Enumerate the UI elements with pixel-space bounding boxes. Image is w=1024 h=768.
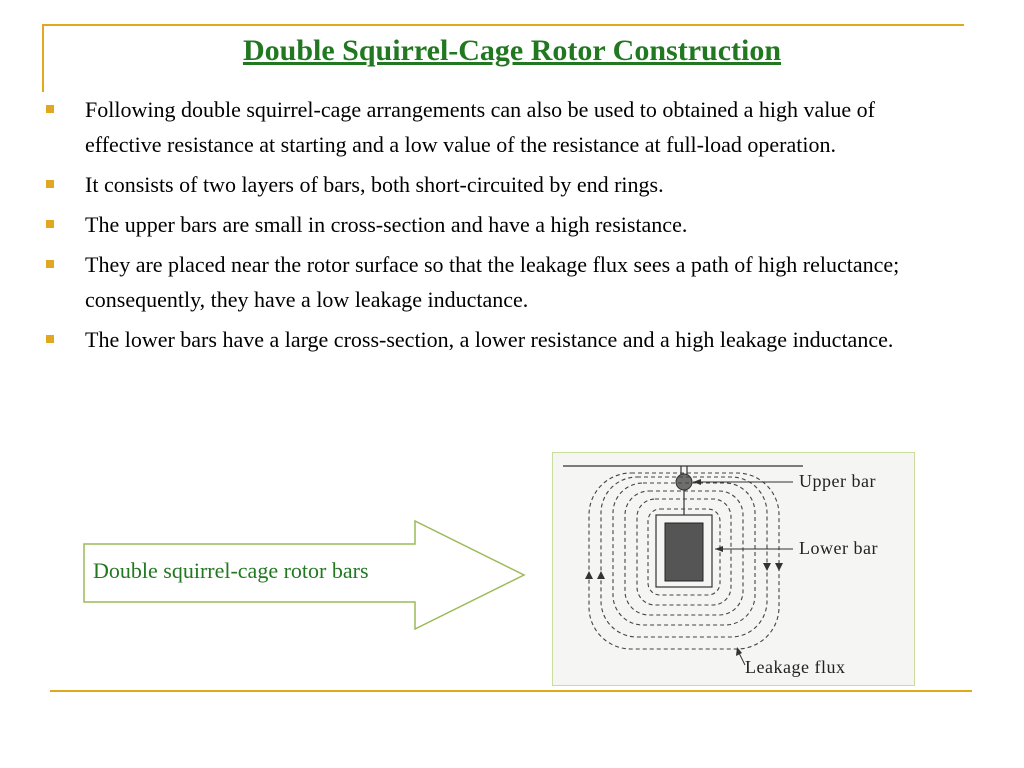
square-bullet-icon bbox=[46, 105, 54, 113]
square-bullet-icon bbox=[46, 260, 54, 268]
bullet-item: Following double squirrel-cage arrangeme… bbox=[46, 92, 926, 162]
bottom-border-line bbox=[50, 690, 972, 692]
bullet-text: Following double squirrel-cage arrangeme… bbox=[85, 97, 875, 157]
bullet-item: They are placed near the rotor surface s… bbox=[46, 247, 926, 317]
square-bullet-icon bbox=[46, 180, 54, 188]
bullet-text: It consists of two layers of bars, both … bbox=[85, 172, 664, 197]
bullet-list: Following double squirrel-cage arrangeme… bbox=[46, 92, 926, 362]
slide-title: Double Squirrel-Cage Rotor Construction bbox=[242, 34, 782, 67]
callout-arrow-shape bbox=[83, 520, 526, 630]
rotor-bar-figure: Upper bar Lower bar Leakage flux bbox=[552, 452, 915, 686]
bullet-text: The lower bars have a large cross-sectio… bbox=[85, 327, 894, 352]
square-bullet-icon bbox=[46, 335, 54, 343]
bullet-text: The upper bars are small in cross-sectio… bbox=[85, 212, 688, 237]
left-border-line bbox=[42, 24, 44, 92]
upper-bar-label: Upper bar bbox=[799, 471, 876, 491]
rotor-bar-diagram bbox=[563, 465, 803, 666]
bullet-item: The lower bars have a large cross-sectio… bbox=[46, 322, 926, 357]
bullet-item: It consists of two layers of bars, both … bbox=[46, 167, 926, 202]
leakage-flux-label: Leakage flux bbox=[745, 657, 846, 677]
bullet-text: They are placed near the rotor surface s… bbox=[85, 252, 900, 312]
square-bullet-icon bbox=[46, 220, 54, 228]
top-border-line bbox=[42, 24, 964, 26]
bullet-item: The upper bars are small in cross-sectio… bbox=[46, 207, 926, 242]
lower-bar-label: Lower bar bbox=[799, 538, 878, 558]
callout-label: Double squirrel-cage rotor bars bbox=[93, 558, 369, 583]
